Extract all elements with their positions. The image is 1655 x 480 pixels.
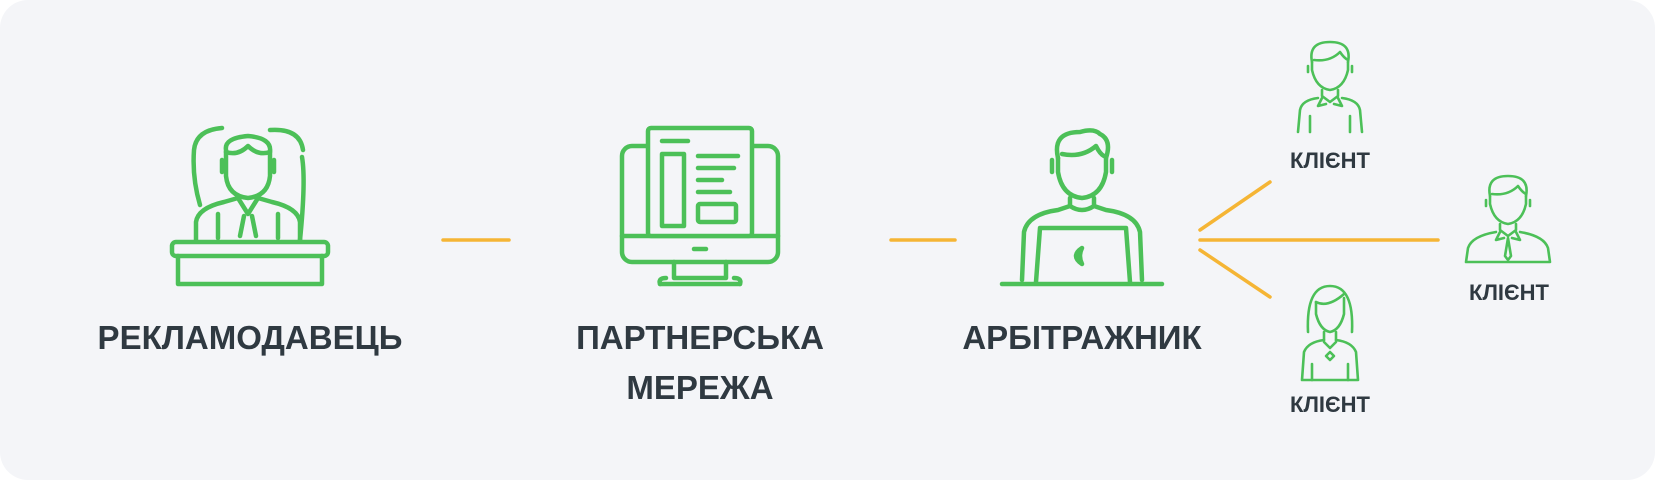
network-label-line2: МЕРЕЖА bbox=[626, 369, 774, 406]
client-bottom-label: КЛІЄНТ bbox=[1290, 392, 1370, 417]
client-right-label: КЛІЄНТ bbox=[1469, 280, 1549, 305]
advertiser-label: РЕКЛАМОДАВЕЦЬ bbox=[97, 319, 403, 356]
arbitrageur-label: АРБІТРАЖНИК bbox=[962, 319, 1202, 356]
connector-to-client-bottom bbox=[1198, 248, 1272, 299]
network-label-line1: ПАРТНЕРСЬКА bbox=[576, 319, 824, 356]
connector-to-client-top bbox=[1198, 180, 1272, 232]
client-top-label: КЛІЄНТ bbox=[1290, 148, 1370, 173]
businessman-at-desk-icon bbox=[169, 125, 331, 287]
monitor-with-document-icon bbox=[619, 125, 781, 287]
person-male-icon bbox=[1296, 40, 1364, 134]
person-male-icon bbox=[1464, 174, 1552, 264]
man-with-laptop-icon bbox=[999, 128, 1165, 287]
person-female-icon bbox=[1300, 284, 1360, 382]
